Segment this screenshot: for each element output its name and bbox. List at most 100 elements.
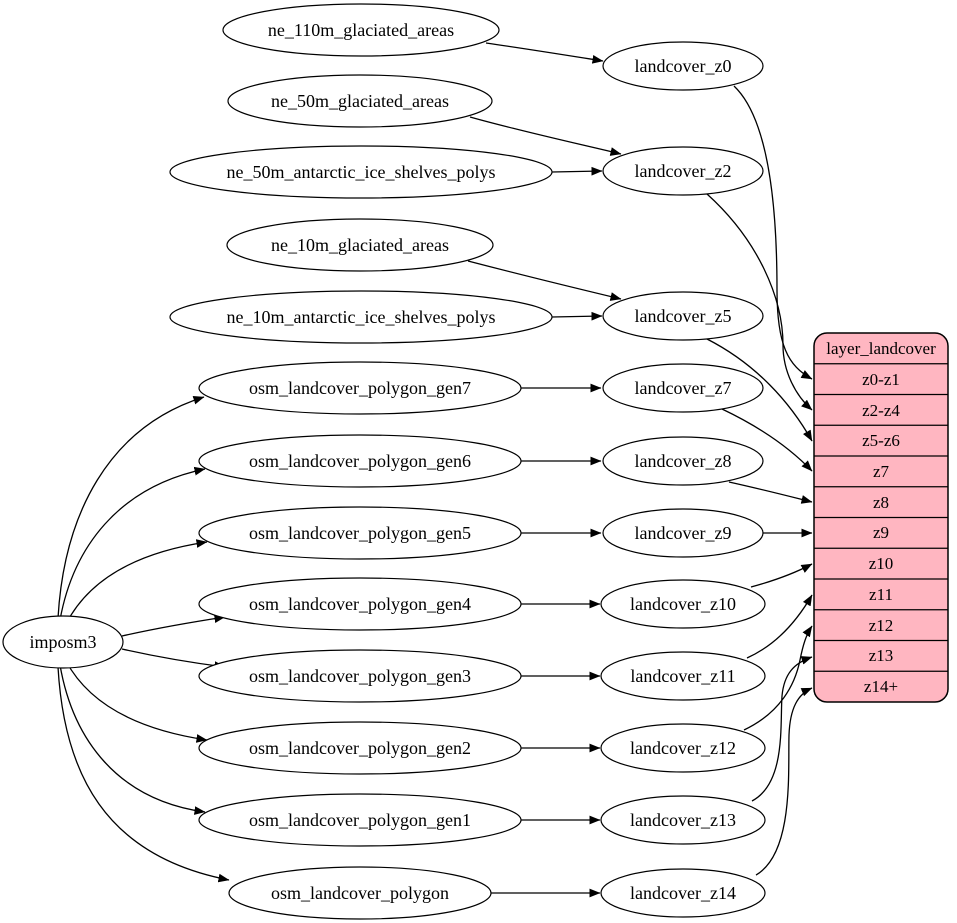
- edge-imposm3--osm-landcover-polygon: [57, 666, 230, 883]
- node-label: landcover_z7: [635, 378, 732, 398]
- node-layer-landcover: layer_landcover z0-z1 z2-z4 z5-z6 z7 z8 …: [813, 332, 949, 703]
- node-landcover-z8: landcover_z8: [602, 436, 764, 486]
- edge-ne-50m-glaciated-areas--landcover-z2: [469, 116, 622, 156]
- node-label: landcover_z13: [630, 810, 736, 830]
- node-osm-landcover-polygon-gen6: osm_landcover_polygon_gen6: [198, 434, 522, 488]
- node-landcover-z11: landcover_z11: [600, 651, 766, 701]
- node-label: landcover_z5: [635, 306, 732, 326]
- node-landcover-z12: landcover_z12: [600, 723, 766, 773]
- edge-ne-10m-antarctic-ice-shelves-polys--landcover-z5: [551, 311, 603, 321]
- node-landcover-z10: landcover_z10: [600, 579, 766, 629]
- edge-ne-10m-glaciated-areas--landcover-z5: [467, 260, 622, 301]
- edge-ne-110m-glaciated-areas--landcover-z0: [485, 42, 604, 64]
- node-label: imposm3: [29, 632, 96, 652]
- node-label: ne_50m_glaciated_areas: [271, 91, 449, 111]
- edge-landcover-z2--row-z2-z4: [706, 193, 813, 411]
- node-osm-landcover-polygon-gen3: osm_landcover_polygon_gen3: [198, 649, 522, 703]
- row-z12: z12: [869, 616, 894, 635]
- node-landcover-z5: landcover_z5: [602, 291, 764, 341]
- node-label: osm_landcover_polygon_gen5: [249, 523, 471, 543]
- node-label: osm_landcover_polygon: [271, 883, 449, 903]
- node-osm-landcover-polygon-gen7: osm_landcover_polygon_gen7: [198, 361, 522, 415]
- row-z8: z8: [873, 493, 889, 512]
- row-z13: z13: [869, 646, 894, 665]
- node-ne-50m-antarctic-ice-shelves-polys: ne_50m_antarctic_ice_shelves_polys: [169, 145, 553, 199]
- node-ellipse: [228, 866, 492, 920]
- node-ellipse: [600, 868, 766, 918]
- node-ne-110m-glaciated-areas: ne_110m_glaciated_areas: [222, 3, 500, 57]
- node-label: landcover_z11: [630, 666, 735, 686]
- node-ellipse: [600, 651, 766, 701]
- node-label: osm_landcover_polygon_gen3: [249, 666, 471, 686]
- node-ellipse: [198, 793, 522, 847]
- row-z10: z10: [869, 554, 894, 573]
- node-ellipse: [602, 508, 764, 558]
- node-label: landcover_z0: [635, 56, 732, 76]
- node-ellipse: [602, 146, 764, 196]
- edge-landcover-z0--row-z0-z1: [733, 85, 813, 380]
- node-imposm3: imposm3: [2, 615, 124, 669]
- edge-landcover-z7--row-z7: [721, 408, 813, 472]
- node-label: landcover_z12: [630, 738, 736, 758]
- node-ellipse: [198, 506, 522, 560]
- edge-landcover-z13--row-z13: [751, 656, 813, 802]
- node-ne-50m-glaciated-areas: ne_50m_glaciated_areas: [227, 74, 493, 128]
- edge-imposm3--osm-landcover-polygon-gen2: [65, 660, 208, 743]
- node-label: osm_landcover_polygon_gen7: [249, 378, 471, 398]
- node-label: landcover_z14: [630, 883, 736, 903]
- node-label: osm_landcover_polygon_gen4: [249, 594, 471, 614]
- node-ellipse: [169, 145, 553, 199]
- node-landcover-z13: landcover_z13: [600, 795, 766, 845]
- node-label: ne_10m_glaciated_areas: [271, 235, 449, 255]
- edge-landcover-z12--row-z12: [743, 625, 813, 731]
- node-ellipse: [600, 723, 766, 773]
- node-ellipse: [222, 3, 500, 57]
- row-z7: z7: [873, 462, 890, 481]
- node-label: osm_landcover_polygon_gen6: [249, 451, 471, 471]
- edge-imposm3--osm-landcover-polygon-gen7: [57, 395, 205, 619]
- edge-imposm3--osm-landcover-polygon-gen6: [59, 466, 206, 621]
- row-z11: z11: [869, 585, 893, 604]
- row-z9: z9: [873, 523, 889, 542]
- node-label: landcover_z8: [635, 451, 732, 471]
- node-ellipse: [198, 434, 522, 488]
- edges-layer: [57, 42, 813, 898]
- node-landcover-z0: landcover_z0: [602, 41, 764, 91]
- node-ellipse: [602, 436, 764, 486]
- node-ellipse: [227, 74, 493, 128]
- row-z5-z6: z5-z6: [862, 431, 900, 450]
- node-ne-10m-glaciated-areas: ne_10m_glaciated_areas: [226, 218, 494, 272]
- layer-landcover-title: layer_landcover: [826, 339, 936, 358]
- node-osm-landcover-polygon-gen4: osm_landcover_polygon_gen4: [198, 577, 522, 631]
- edge-landcover-z10--row-z10: [750, 563, 813, 588]
- node-label: osm_landcover_polygon_gen2: [249, 738, 471, 758]
- edge-ne-50m-antarctic-ice-shelves-polys--landcover-z2: [551, 166, 603, 176]
- node-landcover-z9: landcover_z9: [602, 508, 764, 558]
- node-ne-10m-antarctic-ice-shelves-polys: ne_10m_antarctic_ice_shelves_polys: [169, 290, 553, 344]
- node-ellipse: [602, 41, 764, 91]
- node-landcover-z14: landcover_z14: [600, 868, 766, 918]
- node-ellipse: [602, 291, 764, 341]
- node-landcover-z7: landcover_z7: [602, 363, 764, 413]
- node-osm-landcover-polygon: osm_landcover_polygon: [228, 866, 492, 920]
- node-osm-landcover-polygon-gen5: osm_landcover_polygon_gen5: [198, 506, 522, 560]
- node-ellipse: [169, 290, 553, 344]
- node-ellipse: [226, 218, 494, 272]
- node-ellipse: [198, 361, 522, 415]
- node-ellipse: [198, 649, 522, 703]
- row-z2-z4: z2-z4: [862, 401, 900, 420]
- node-label: landcover_z9: [635, 523, 732, 543]
- node-ellipse: [600, 579, 766, 629]
- node-label: landcover_z10: [630, 594, 736, 614]
- node-osm-landcover-polygon-gen1: osm_landcover_polygon_gen1: [198, 793, 522, 847]
- edge-imposm3--osm-landcover-polygon-gen5: [65, 539, 208, 625]
- node-label: ne_110m_glaciated_areas: [268, 20, 454, 40]
- node-ellipse: [602, 363, 764, 413]
- row-z0-z1: z0-z1: [862, 370, 900, 389]
- edge-imposm3--osm-landcover-polygon-gen1: [59, 664, 206, 815]
- edge-imposm3--osm-landcover-polygon-gen4: [121, 614, 226, 637]
- row-z14plus: z14+: [864, 677, 898, 696]
- node-label: ne_10m_antarctic_ice_shelves_polys: [227, 307, 496, 327]
